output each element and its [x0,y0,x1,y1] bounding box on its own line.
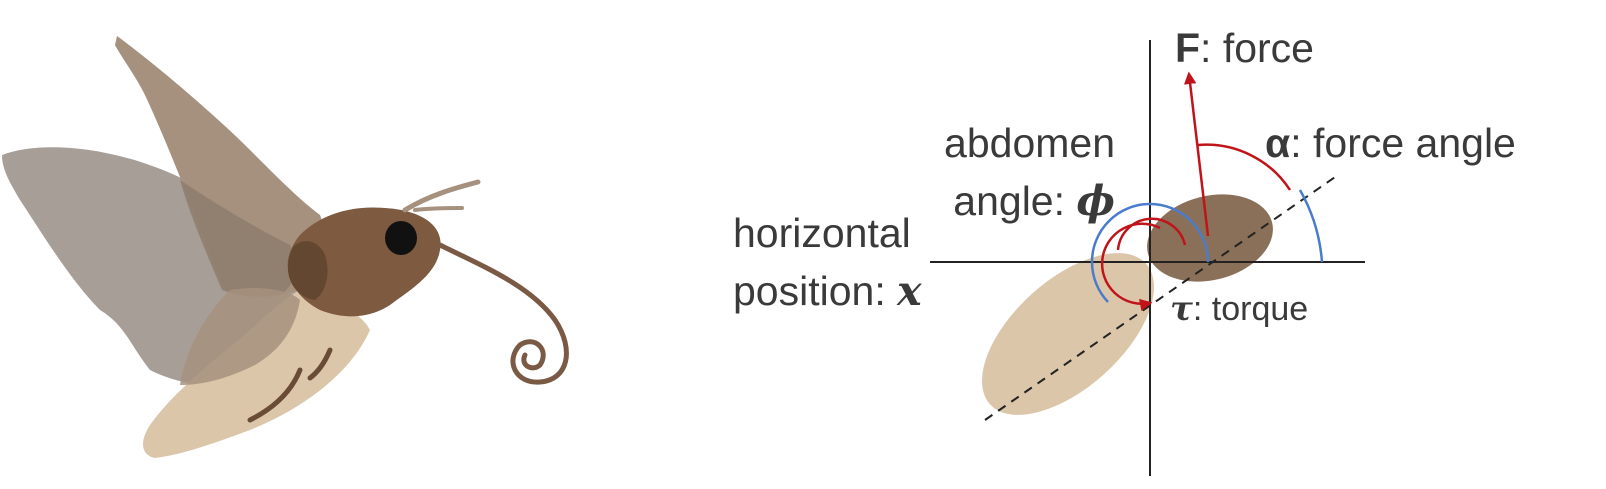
moth-leg-1 [247,367,303,423]
force-angle-arc [1197,143,1292,191]
moth-near-wing [115,36,324,298]
tau-symbol: τ [1170,289,1193,329]
horizontal-position-text: position: [733,268,897,314]
mechanics-diagram: F: force α: force angle abdomen angle: ϕ… [733,25,1516,476]
moth-wing-overlap [180,180,296,297]
force-label: F: force [1175,25,1314,71]
abdomen-label-line1: abdomen [944,120,1115,166]
force-text: : force [1200,25,1314,71]
force-angle-label: α: force angle [1265,120,1516,166]
abdomen-angle-arc [1090,202,1210,303]
moth-antenna-2 [413,206,464,212]
moth-eye [385,221,417,255]
moth-thorax-shade [288,241,328,300]
body-axis-dashed [984,174,1339,421]
force-root-arc [1116,217,1187,251]
diagram-abdomen [982,253,1154,415]
horizontal-label-line1: horizontal [733,210,911,256]
horizontal-label-line2: position: x [733,267,922,315]
torque-arc [1100,222,1161,312]
diagram-thorax [1147,194,1273,282]
x-symbol: x [896,267,922,315]
force-symbol: F [1175,25,1200,71]
force-angle-reference-arc [1298,189,1324,263]
abdomen-label-line2: angle: ϕ [953,177,1115,225]
moth-antenna-1 [402,179,481,213]
moth-hindwing [180,288,300,385]
moth-abdomen [143,290,370,458]
alpha-symbol: α [1265,120,1290,166]
torque-label: τ: torque [1170,289,1308,329]
phi-symbol: ϕ [1076,177,1115,225]
force-angle-text: : force angle [1290,120,1516,166]
force-vector [1183,71,1210,237]
moth-proboscis [437,242,569,385]
moth-leg-2 [307,347,333,381]
moth-illustration [2,36,569,458]
abdomen-angle-text: angle: [953,178,1076,224]
torque-text: : torque [1193,290,1308,328]
